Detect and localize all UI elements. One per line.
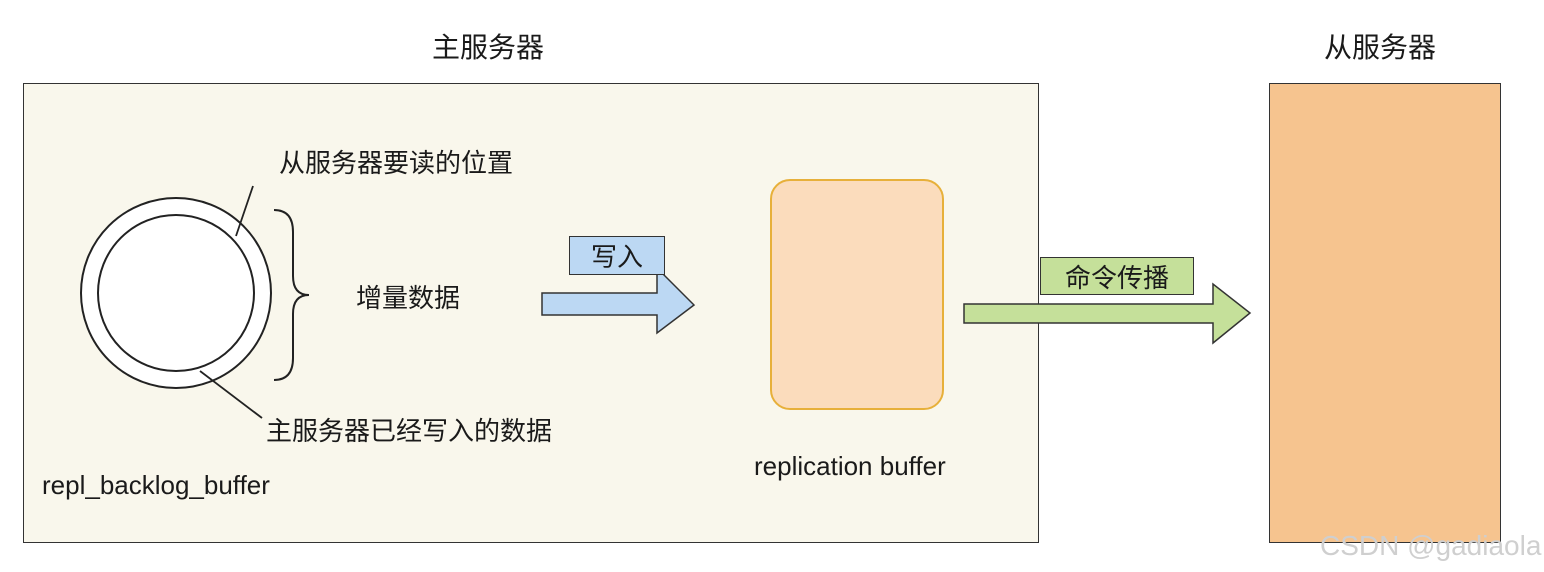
propagate-tag: 命令传播 [1040,257,1194,295]
written-data-label: 主服务器已经写入的数据 [266,417,553,447]
ring-buffer-inner [97,214,255,372]
read-position-label: 从服务器要读的位置 [279,149,514,179]
incremental-brace [273,209,310,381]
propagate-arrow [963,282,1252,345]
incremental-data-label: 增量数据 [356,284,461,314]
watermark: CSDN @gadiaola [1320,530,1542,561]
slave-server-box [1269,83,1501,543]
replication-buffer-label: replication buffer [754,451,946,481]
written-data-leader [199,370,263,419]
write-tag: 写入 [569,236,665,275]
master-title: 主服务器 [432,31,545,64]
backlog-buffer-label: repl_backlog_buffer [42,470,270,500]
slave-title: 从服务器 [1324,31,1437,64]
replication-buffer-box [770,179,944,410]
read-position-leader [235,185,254,237]
write-arrow [541,266,696,335]
